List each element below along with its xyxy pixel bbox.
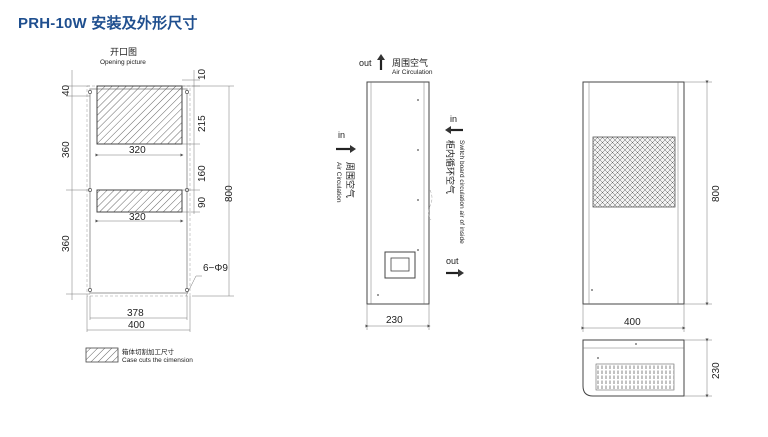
dim-outer-width: 400 xyxy=(128,320,145,331)
dim-top-margin: 40 xyxy=(61,84,72,96)
legend-swatch xyxy=(85,347,119,363)
dim-holes: 6−Φ9 xyxy=(203,263,228,274)
page-title: PRH-10W 安装及外形尺寸 xyxy=(18,15,198,32)
out-top-label: out xyxy=(359,58,372,68)
side-depth-dim: 230 xyxy=(386,315,403,326)
dim-upper-cut-width: 320 xyxy=(129,145,146,156)
lower-cutout xyxy=(96,189,183,213)
top-flow-cn: 周围空气 xyxy=(392,57,428,68)
front-height-dim: 800 xyxy=(711,185,722,202)
in-right-label: in xyxy=(450,114,457,124)
left-flow-cn: 周围空气 xyxy=(345,162,356,198)
out-right-label: out xyxy=(446,256,459,266)
bottom-view: 230 xyxy=(582,338,722,398)
left-flow-en: Air Circulation xyxy=(335,162,342,203)
opening-view: 开口图 Opening picture 40 360 360 10 2 xyxy=(61,47,235,364)
top-flow-en: Air Circulation xyxy=(392,69,433,76)
legend-en: Case cuts the cimension xyxy=(122,357,193,364)
opening-caption-cn: 开口图 xyxy=(110,47,137,57)
dim-total-height: 800 xyxy=(224,185,235,202)
arrow-right-icon xyxy=(350,145,356,153)
upper-cutout xyxy=(96,85,183,145)
dim-lower-height: 360 xyxy=(61,235,72,252)
front-width-dim: 400 xyxy=(624,317,641,328)
opening-caption-en: Opening picture xyxy=(100,59,146,66)
arrow-left-icon xyxy=(445,126,451,134)
dim-inner-width: 378 xyxy=(127,308,144,319)
dim-lower-cut-width: 320 xyxy=(129,212,146,223)
bottom-depth-dim: 230 xyxy=(711,362,722,379)
front-view: 800 400 xyxy=(581,80,722,332)
dim-upper-height: 360 xyxy=(61,141,72,158)
legend-cn: 箱体切割加工尺寸 xyxy=(122,347,175,356)
right-flow-en: Switch board circulation air of inside xyxy=(458,140,465,244)
front-grille xyxy=(592,136,676,208)
arrow-right-out-icon xyxy=(458,269,464,277)
side-view: out 周围空气 Air Circulation in 周围空气 Air Cir… xyxy=(335,54,465,330)
arrow-up-icon xyxy=(377,54,385,60)
dim-upper-cut-height: 215 xyxy=(197,115,208,132)
right-flow-cn: 柜内循环空气 xyxy=(445,140,456,194)
in-left-label: in xyxy=(338,130,345,140)
dim-middle-gap: 160 xyxy=(197,165,208,182)
bottom-vents xyxy=(595,363,675,391)
dim-top-gap: 10 xyxy=(197,68,208,80)
controller-display xyxy=(390,257,410,272)
dim-lower-cut-height: 90 xyxy=(197,196,208,208)
